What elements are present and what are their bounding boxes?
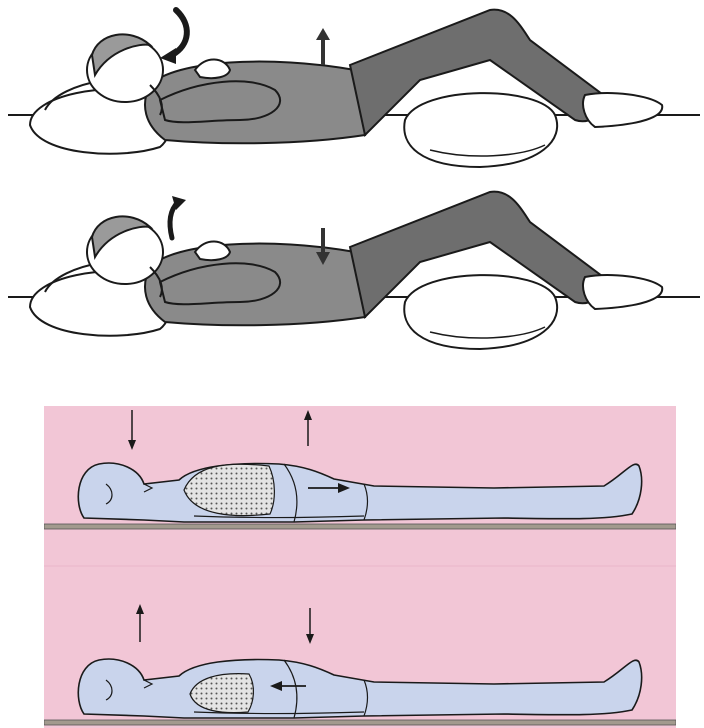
arrow-up-icon <box>316 28 330 65</box>
lung-breathing-diagram <box>44 406 676 728</box>
person-exhale <box>8 192 700 349</box>
curved-arrow-out-of-nose-icon <box>170 196 186 238</box>
curved-arrow-into-nose-icon <box>160 10 187 64</box>
diaphragmatic-breathing-illustration <box>0 0 704 400</box>
person-inhale <box>8 10 700 167</box>
